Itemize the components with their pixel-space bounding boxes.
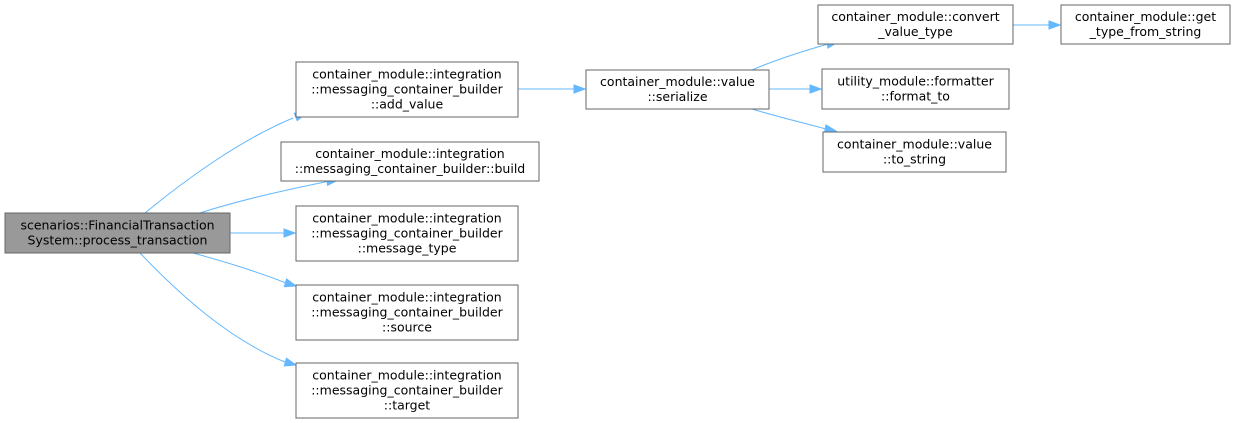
node-label-line: container_module::integration: [312, 368, 501, 383]
node-box: [585, 69, 770, 110]
node-label-line: _type_from_string: [1089, 24, 1202, 39]
node-label-line: ::messaging_container_builder::build: [295, 161, 525, 176]
node-serialize[interactable]: container_module::value::serialize: [585, 69, 770, 110]
edge-process_transaction-to-build: [199, 180, 331, 214]
arrowhead-format_to: [809, 84, 823, 94]
node-layer: scenarios::FinancialTransactionSystem::p…: [4, 4, 1231, 419]
arrowhead-target: [283, 357, 298, 367]
node-build[interactable]: container_module::integration::messaging…: [280, 141, 540, 182]
edge-serialize-to-convert_value_type: [751, 43, 829, 71]
edge-process_transaction-to-add_value: [144, 117, 294, 214]
node-label-line: ::message_type: [358, 241, 457, 256]
node-get_type_from_string[interactable]: container_module::get_type_from_string: [1060, 4, 1231, 45]
node-label-line: container_module::integration: [315, 146, 504, 161]
node-process_transaction[interactable]: scenarios::FinancialTransactionSystem::p…: [4, 212, 231, 254]
node-format_to[interactable]: utility_module::formatter::format_to: [821, 68, 1010, 110]
node-label-line: ::serialize: [647, 89, 707, 104]
node-box: [822, 131, 1007, 173]
node-label-line: utility_module::formatter: [837, 74, 994, 89]
node-box: [821, 68, 1010, 110]
node-label-line: ::to_string: [883, 152, 946, 167]
arrowhead-serialize: [573, 84, 587, 94]
node-box: [817, 4, 1014, 45]
node-convert_value_type[interactable]: container_module::convert_value_type: [817, 4, 1014, 45]
node-label-line: container_module::value: [600, 74, 755, 89]
node-label-line: ::target: [384, 398, 431, 413]
arrowhead-message_type: [283, 228, 297, 238]
node-box: [295, 284, 519, 341]
node-add_value[interactable]: container_module::integration::messaging…: [295, 61, 519, 118]
node-to_string[interactable]: container_module::value::to_string: [822, 131, 1007, 173]
node-label-line: container_module::integration: [312, 211, 501, 226]
node-label-line: container_module::get: [1075, 9, 1216, 24]
arrowhead-source: [283, 278, 298, 288]
node-label-line: container_module::value: [837, 137, 992, 152]
node-box: [295, 61, 519, 118]
node-label-line: ::messaging_container_builder: [311, 305, 503, 320]
node-box: [295, 362, 519, 419]
node-label-line: container_module::integration: [312, 67, 501, 82]
node-label-line: ::messaging_container_builder: [311, 383, 503, 398]
arrowhead-get_type_from_string: [1048, 20, 1062, 30]
node-box: [1060, 4, 1231, 45]
node-label-line: _value_type: [877, 24, 953, 39]
node-label-line: ::messaging_container_builder: [311, 226, 503, 241]
node-source[interactable]: container_module::integration::messaging…: [295, 284, 519, 341]
node-target[interactable]: container_module::integration::messaging…: [295, 362, 519, 419]
node-label-line: container_module::convert: [831, 9, 999, 24]
node-label-line: ::source: [382, 320, 432, 335]
edge-process_transaction-to-target: [139, 252, 286, 363]
node-label-line: System::process_transaction: [28, 233, 208, 248]
node-label-line: ::messaging_container_builder: [311, 82, 503, 97]
node-box: [295, 205, 519, 262]
node-box: [4, 212, 231, 254]
edge-process_transaction-to-source: [192, 252, 287, 284]
edge-serialize-to-to_string: [751, 108, 827, 130]
node-box: [280, 141, 540, 182]
node-message_type[interactable]: container_module::integration::messaging…: [295, 205, 519, 262]
node-label-line: container_module::integration: [312, 290, 501, 305]
node-label-line: ::add_value: [371, 97, 444, 112]
node-label-line: ::format_to: [881, 89, 950, 104]
node-label-line: scenarios::FinancialTransaction: [20, 218, 214, 233]
